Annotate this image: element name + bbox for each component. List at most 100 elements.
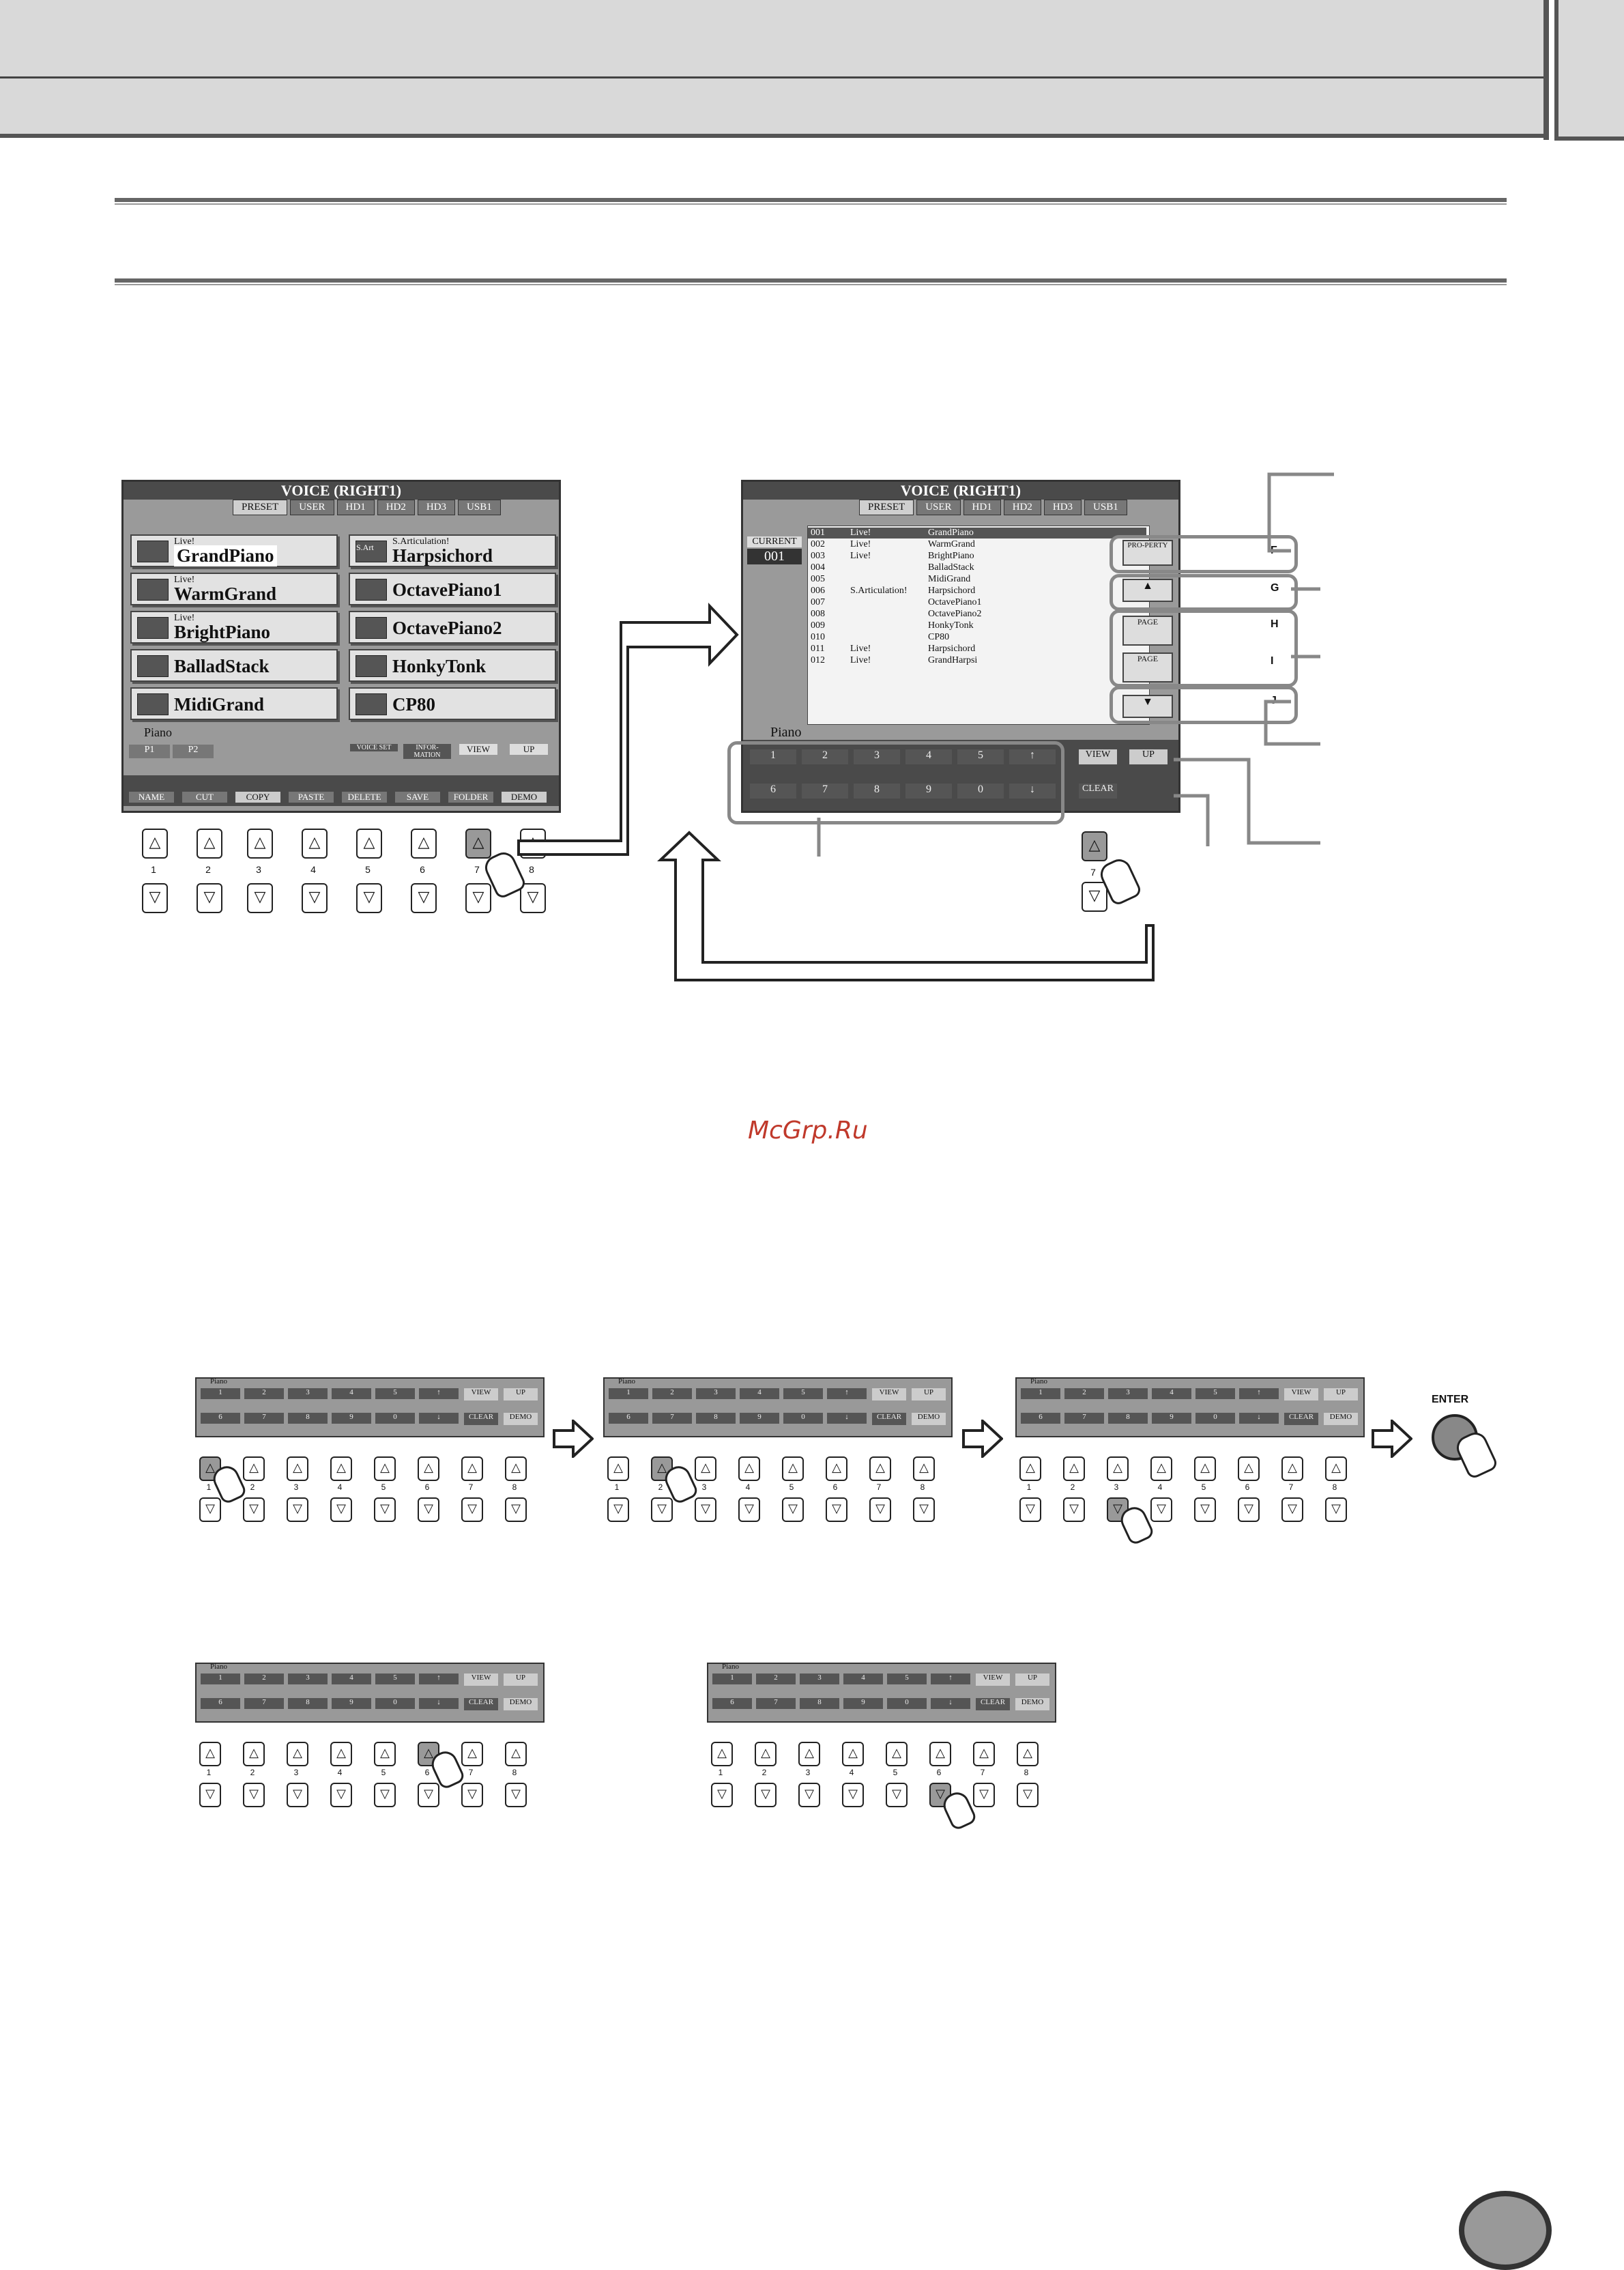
- mini-digit-1[interactable]: 2: [244, 1388, 284, 1399]
- mini-digit-8[interactable]: 8: [288, 1413, 328, 1424]
- view-key[interactable]: VIEW: [459, 744, 497, 755]
- voice-button-7[interactable]: BalladStack: [130, 649, 338, 682]
- digit-key-1[interactable]: 2: [802, 749, 848, 764]
- up-key[interactable]: UP: [1015, 1673, 1049, 1686]
- clear-key[interactable]: CLEAR: [872, 1413, 906, 1425]
- voice-button-4[interactable]: OctavePiano1: [349, 573, 556, 605]
- mini-hw-7-down[interactable]: ▽: [461, 1497, 483, 1522]
- mini-hw-6-up[interactable]: △: [826, 1456, 847, 1481]
- mini-hw-1-up[interactable]: △: [607, 1456, 629, 1481]
- mini-hw-4-down[interactable]: ▽: [738, 1497, 760, 1522]
- copy-key[interactable]: COPY: [235, 792, 280, 803]
- mini-digit-6[interactable]: 6: [609, 1413, 648, 1424]
- voice-button-2[interactable]: S.Art S.Articulation! Harpsichord: [349, 534, 556, 567]
- mini-hw-2-down[interactable]: ▽: [243, 1783, 265, 1807]
- hw-button-7-down[interactable]: ▽: [1082, 882, 1107, 912]
- mini-digit-6[interactable]: 6: [1021, 1413, 1060, 1424]
- mini-digit-3[interactable]: 4: [332, 1388, 371, 1399]
- mini-digit-0[interactable]: 1: [1021, 1388, 1060, 1399]
- tab-user[interactable]: USER: [916, 500, 961, 515]
- mini-digit-0[interactable]: 1: [201, 1388, 240, 1399]
- mini-hw-5-down[interactable]: ▽: [1194, 1497, 1216, 1522]
- mini-digit-2[interactable]: 3: [800, 1673, 839, 1684]
- mini-hw-7-down[interactable]: ▽: [869, 1497, 891, 1522]
- hw-button-7-up[interactable]: △: [465, 829, 491, 859]
- mini-digit-4[interactable]: 5: [783, 1388, 823, 1399]
- mini-digit-10[interactable]: 0: [783, 1413, 823, 1424]
- hw-button-3-down[interactable]: ▽: [247, 883, 273, 913]
- view-key[interactable]: VIEW: [1079, 749, 1117, 764]
- mini-digit-9[interactable]: 9: [332, 1698, 371, 1709]
- property-button[interactable]: PRO-PERTY: [1122, 540, 1173, 566]
- mini-digit-7[interactable]: 7: [244, 1698, 284, 1709]
- page-tab-p1[interactable]: P1: [129, 745, 170, 758]
- mini-digit-8[interactable]: 8: [288, 1698, 328, 1709]
- mini-hw-2-down[interactable]: ▽: [651, 1497, 673, 1522]
- voice-button-8[interactable]: HonkyTonk: [349, 649, 556, 682]
- mini-hw-7-up[interactable]: △: [973, 1742, 995, 1766]
- mini-hw-1-down[interactable]: ▽: [607, 1497, 629, 1522]
- mini-hw-8-up[interactable]: △: [505, 1742, 527, 1766]
- hw-button-6-up[interactable]: △: [411, 829, 437, 859]
- demo-key[interactable]: DEMO: [1015, 1698, 1049, 1710]
- mini-hw-3-up[interactable]: △: [287, 1742, 308, 1766]
- mini-digit-0[interactable]: 1: [201, 1673, 240, 1684]
- tab-hd3[interactable]: HD3: [1043, 500, 1082, 515]
- mini-digit-4[interactable]: 5: [1195, 1388, 1235, 1399]
- hw-button-1-up[interactable]: △: [142, 829, 168, 859]
- tab-preset[interactable]: PRESET: [859, 500, 914, 515]
- mini-digit-8[interactable]: 8: [696, 1413, 736, 1424]
- demo-key[interactable]: DEMO: [912, 1413, 946, 1425]
- mini-hw-1-down[interactable]: ▽: [711, 1783, 733, 1807]
- digit-key-6[interactable]: 6: [750, 784, 796, 799]
- mini-digit-0[interactable]: 1: [712, 1673, 752, 1684]
- hw-button-4-up[interactable]: △: [302, 829, 328, 859]
- mini-hw-5-up[interactable]: △: [374, 1742, 396, 1766]
- mini-digit-7[interactable]: 7: [652, 1413, 692, 1424]
- tab-hd3[interactable]: HD3: [417, 500, 456, 515]
- tab-user[interactable]: USER: [290, 500, 334, 515]
- mini-digit-7[interactable]: 7: [1064, 1413, 1104, 1424]
- mini-digit-6[interactable]: 6: [201, 1698, 240, 1709]
- mini-hw-3-up[interactable]: △: [695, 1456, 716, 1481]
- mini-hw-8-down[interactable]: ▽: [505, 1783, 527, 1807]
- mini-hw-7-up[interactable]: △: [869, 1456, 891, 1481]
- tab-hd2[interactable]: HD2: [1003, 500, 1041, 515]
- mini-digit-11[interactable]: ↓: [1239, 1413, 1279, 1424]
- information-key[interactable]: INFOR-MATION: [403, 744, 451, 759]
- page-up-button[interactable]: PAGE: [1122, 616, 1173, 646]
- digit-key-11[interactable]: ↓: [1009, 784, 1056, 799]
- digit-key-4[interactable]: 5: [957, 749, 1004, 764]
- mini-hw-3-down[interactable]: ▽: [287, 1497, 308, 1522]
- mini-hw-4-up[interactable]: △: [330, 1742, 352, 1766]
- tab-usb1[interactable]: USB1: [458, 500, 501, 515]
- mini-digit-3[interactable]: 4: [843, 1673, 883, 1684]
- mini-hw-1-up[interactable]: △: [199, 1742, 221, 1766]
- mini-hw-6-up[interactable]: △: [929, 1742, 951, 1766]
- digit-key-8[interactable]: 8: [854, 784, 900, 799]
- digit-key-10[interactable]: 0: [957, 784, 1004, 799]
- mini-digit-1[interactable]: 2: [1064, 1388, 1104, 1399]
- mini-hw-4-down[interactable]: ▽: [330, 1783, 352, 1807]
- mini-hw-8-down[interactable]: ▽: [1325, 1497, 1347, 1522]
- up-key[interactable]: UP: [504, 1673, 538, 1686]
- mini-hw-2-down[interactable]: ▽: [755, 1783, 777, 1807]
- mini-digit-5[interactable]: ↑: [931, 1673, 970, 1684]
- voice-button-5[interactable]: Live! BrightPiano: [130, 611, 338, 644]
- digit-key-5[interactable]: ↑: [1009, 749, 1056, 764]
- mini-digit-4[interactable]: 5: [375, 1673, 415, 1684]
- delete-key[interactable]: DELETE: [342, 792, 387, 803]
- mini-hw-1-up[interactable]: △: [711, 1742, 733, 1766]
- mini-hw-4-up[interactable]: △: [842, 1742, 864, 1766]
- mini-digit-8[interactable]: 8: [1108, 1413, 1148, 1424]
- mini-digit-2[interactable]: 3: [288, 1673, 328, 1684]
- mini-digit-9[interactable]: 9: [740, 1413, 779, 1424]
- paste-key[interactable]: PASTE: [289, 792, 334, 803]
- mini-hw-5-up[interactable]: △: [1194, 1456, 1216, 1481]
- view-key[interactable]: VIEW: [464, 1388, 498, 1400]
- mini-hw-4-up[interactable]: △: [738, 1456, 760, 1481]
